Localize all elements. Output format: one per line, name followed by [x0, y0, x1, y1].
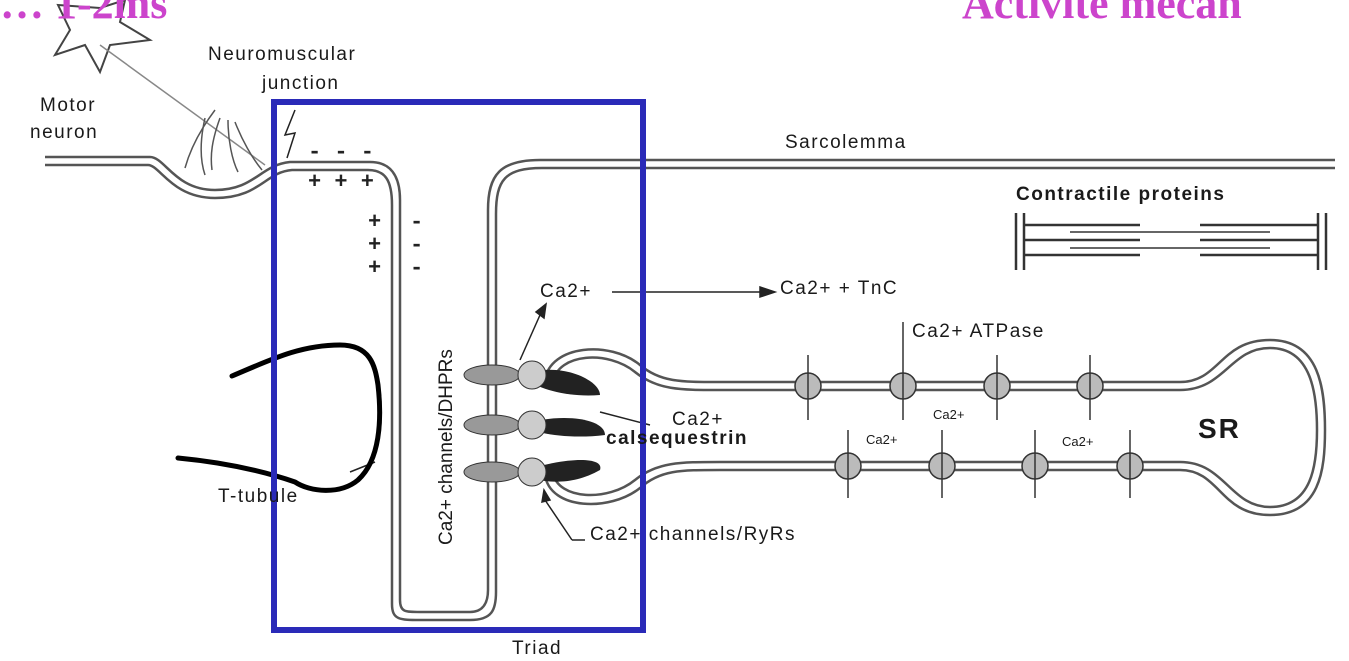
charge-plus-side-3: +	[368, 256, 381, 281]
label-junction: junction	[262, 73, 340, 95]
label-sr: SR	[1198, 413, 1241, 445]
nerve-terminal	[185, 110, 262, 175]
charge-minus-side-1: -	[410, 210, 423, 235]
charge-plus-side-2: +	[368, 233, 381, 258]
header-right-text: Activité mécan	[962, 0, 1242, 29]
label-motor: Motor	[40, 95, 96, 117]
lightning-icon	[285, 110, 295, 158]
label-triad: Triad	[512, 638, 562, 660]
label-t-tubule: T-tubule	[218, 486, 299, 508]
label-ca-tnc: Ca2+ + TnC	[780, 278, 898, 300]
label-neuron: neuron	[30, 122, 98, 144]
charge-plus-side-1: +	[368, 210, 381, 235]
channel-complexes	[464, 361, 605, 486]
charge-minus-side-2: -	[410, 233, 423, 258]
label-ca-small-1: Ca2+	[933, 407, 964, 422]
charge-plus-top: + + +	[308, 170, 374, 195]
label-ca-atpase: Ca2+ ATPase	[912, 321, 1045, 343]
label-ca-top: Ca2+	[540, 281, 592, 303]
label-sarcolemma: Sarcolemma	[785, 132, 907, 154]
label-contractile-proteins: Contractile proteins	[1016, 184, 1225, 206]
charge-minus-top: - - -	[308, 140, 374, 165]
header-left-text: … 1-2ms	[0, 0, 167, 29]
label-dhpr: Ca2+ channels/DHPRs	[436, 349, 458, 545]
charge-minus-side-3: -	[410, 256, 423, 281]
hand-drawn-loop	[178, 345, 380, 490]
label-neuromuscular: Neuromuscular	[208, 44, 356, 66]
label-calsequestrin: calsequestrin	[606, 428, 748, 450]
contractile-proteins-icon	[1016, 213, 1326, 270]
label-ca-small-2: Ca2+	[866, 432, 897, 447]
label-ryr: Ca2+ channels/RyRs	[590, 524, 796, 546]
label-ca-small-3: Ca2+	[1062, 434, 1093, 449]
